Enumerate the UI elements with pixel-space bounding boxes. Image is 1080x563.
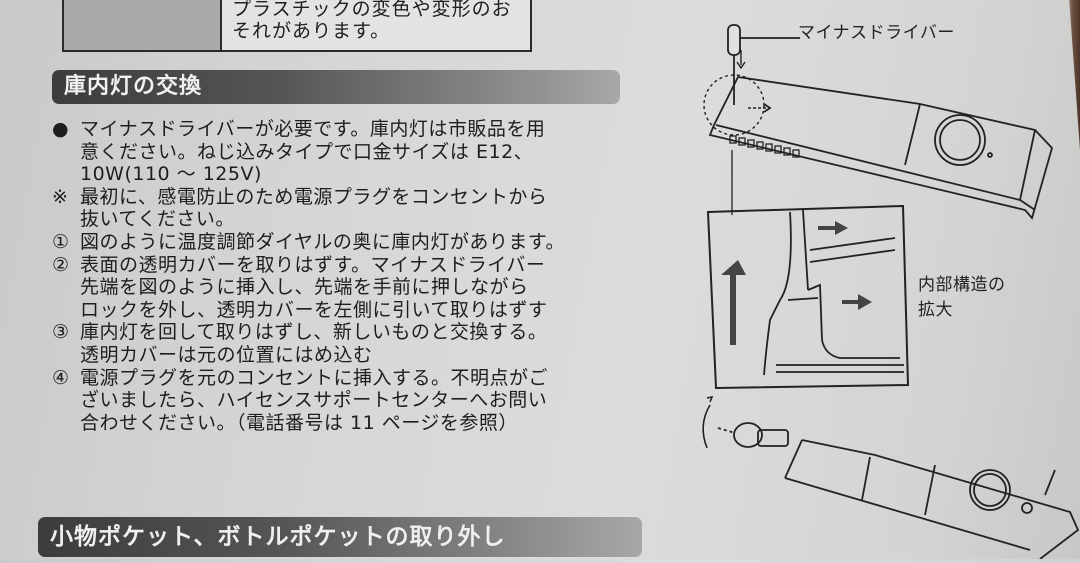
detail-label: 拡大 <box>918 300 953 320</box>
reference-mark-icon: ※ <box>52 185 69 208</box>
step-2: ② 表面の透明カバーを取りはずす。マイナスドライバー <box>52 254 642 277</box>
step-text: ロックを外し、透明カバーを左側に引いて取りはずす <box>80 298 548 321</box>
section-heading-pocket-removal: 小物ポケット、ボトルポケットの取り外し <box>38 517 642 557</box>
warning-text-line: それがあります。 <box>232 20 391 42</box>
note-text: マイナスドライバーが必要です。庫内灯は市販品を用 <box>80 118 546 140</box>
step-text: 庫内灯を回して取りはずし、新しいものと交換する。 <box>80 321 548 344</box>
caution-line: ※ 最初に、感電防止のため電源プラグをコンセントから <box>52 186 642 209</box>
step-text: 表面の透明カバーを取りはずす。マイナスドライバー <box>80 253 546 276</box>
fridge-control-panel-illustration <box>702 24 1080 560</box>
warning-table-icon-cell <box>64 0 222 50</box>
step-number: ① <box>52 230 70 253</box>
step-text: 電源プラグを元のコンセントに挿入する。不明点がご <box>80 366 549 389</box>
step-text: 透明カバーは元の位置にはめ込む <box>80 343 373 366</box>
step-text: 図のように温度調節ダイヤルの奥に庫内灯があります。 <box>80 230 566 253</box>
warning-text-line: プラスチックの変色や変形のお <box>232 0 512 20</box>
note-line: ● マイナスドライバーが必要です。庫内灯は市販品を用 <box>52 118 642 141</box>
step-text: ざいましたら、ハイセンスサポートセンターへお問い <box>80 389 548 412</box>
step-4: ④ 電源プラグを元のコンセントに挿入する。不明点がご <box>52 367 642 390</box>
note-line: 10W(110 ～ 125V) <box>80 163 262 186</box>
detail-label: 内部構造の <box>918 275 1006 295</box>
caution-text: 最初に、感電防止のため電源プラグをコンセントから <box>80 185 548 208</box>
arrow-icons <box>721 221 872 345</box>
note-line: 意ください。ねじ込みタイプで口金サイズは E12、 <box>80 140 534 163</box>
caution-line: 抜いてください。 <box>80 208 235 231</box>
section-heading-light-replacement: 庫内灯の交換 <box>52 70 620 104</box>
bullet-icon: ● <box>52 118 70 140</box>
screwdriver-label: マイナスドライバー <box>798 23 955 43</box>
light-replacement-figure: マイナスドライバー 内部構造の 拡大 <box>690 0 1080 560</box>
instructions-body: ● マイナスドライバーが必要です。庫内灯は市販品を用 意ください。ねじ込みタイプ… <box>52 118 642 434</box>
step-number: ④ <box>52 366 70 389</box>
screwdriver-icon <box>727 24 800 105</box>
step-number: ② <box>52 253 70 276</box>
step-3: ③ 庫内灯を回して取りはずし、新しいものと交換する。 <box>52 321 642 344</box>
step-text: 合わせください。（電話番号は 11 ページを参照） <box>80 411 518 434</box>
step-number: ③ <box>52 321 70 344</box>
warning-table-text-cell: プラスチックの変色や変形のお それがあります。 <box>222 0 530 50</box>
warning-table: プラスチックの変色や変形のお それがあります。 <box>62 0 532 52</box>
step-text: 先端を図のように挿入し、先端を手前に押しながら <box>80 276 529 299</box>
step-1: ① 図のように温度調節ダイヤルの奥に庫内灯があります。 <box>52 231 642 254</box>
